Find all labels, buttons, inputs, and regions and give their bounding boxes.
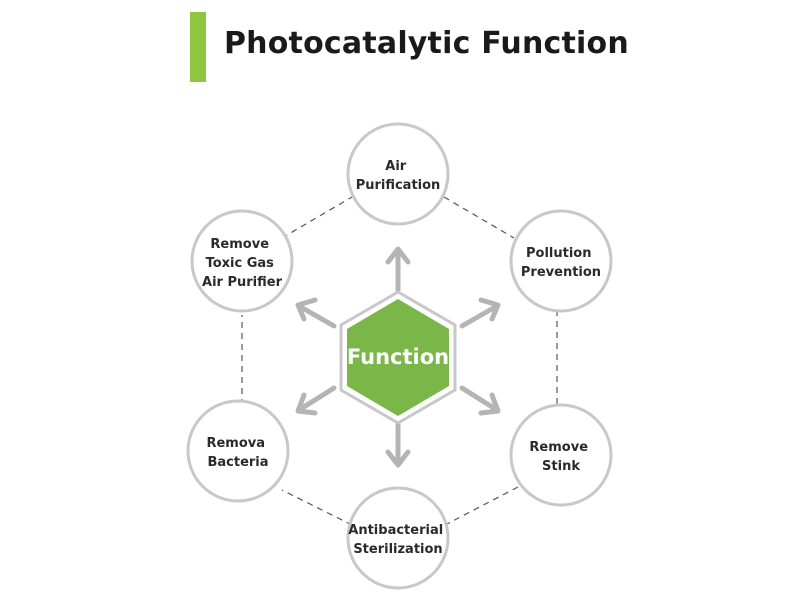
node-remova-bacteria: Remova Bacteria [186, 399, 290, 503]
node-air-purification: Air Purification [346, 122, 450, 226]
arrow-lower-left [295, 385, 337, 416]
center-label: Function [347, 345, 449, 369]
node-line: Remove [210, 237, 269, 252]
arrow-up [385, 246, 411, 293]
arrow-upper-left [295, 297, 337, 329]
node-line: Sterilization [353, 542, 442, 557]
node-line: Bacteria [207, 455, 268, 470]
arrow-down [385, 421, 411, 468]
arrow-upper-right [459, 297, 501, 329]
node-line: Remove [529, 440, 588, 455]
node-line: Air Purifier [202, 275, 283, 290]
node-line: Prevention [521, 265, 601, 280]
node-label: Remova Bacteria [206, 436, 269, 470]
node-line: Toxic Gas [206, 256, 275, 271]
node-line: Purification [356, 178, 441, 193]
connector-bottom-to-lower-left [281, 489, 353, 526]
node-label: Remove Toxic Gas Air Purifier [202, 237, 283, 290]
node-remove-toxic-gas-air-purifier: Remove Toxic Gas Air Purifier [190, 209, 294, 313]
node-line: Antibacterial [348, 523, 443, 538]
node-line: Stink [542, 459, 580, 474]
page-title: Photocatalytic Function [224, 26, 629, 61]
node-line: Remova [206, 436, 265, 451]
center-hexagon: Function [339, 290, 457, 425]
arrows [295, 246, 501, 468]
title-accent-bar [190, 12, 206, 82]
connector-top-to-upper-right [443, 196, 515, 239]
node-label: Antibacterial Sterilization [348, 523, 447, 557]
connector-lower-right-to-bottom [444, 486, 519, 526]
node-label: Air Purification [356, 159, 441, 193]
arrow-lower-right [459, 385, 501, 416]
node-label: Remove Stink [529, 440, 592, 474]
connectors [241, 196, 558, 526]
node-label: Pollution Prevention [521, 246, 601, 280]
node-line: Pollution [526, 246, 591, 261]
connector-upper-left-to-top [281, 196, 353, 239]
node-antibacterial-sterilization: Antibacterial Sterilization [346, 486, 450, 590]
node-remove-stink: Remove Stink [509, 403, 613, 507]
node-line: Air [385, 159, 407, 174]
node-pollution-prevention: Pollution Prevention [509, 209, 613, 313]
